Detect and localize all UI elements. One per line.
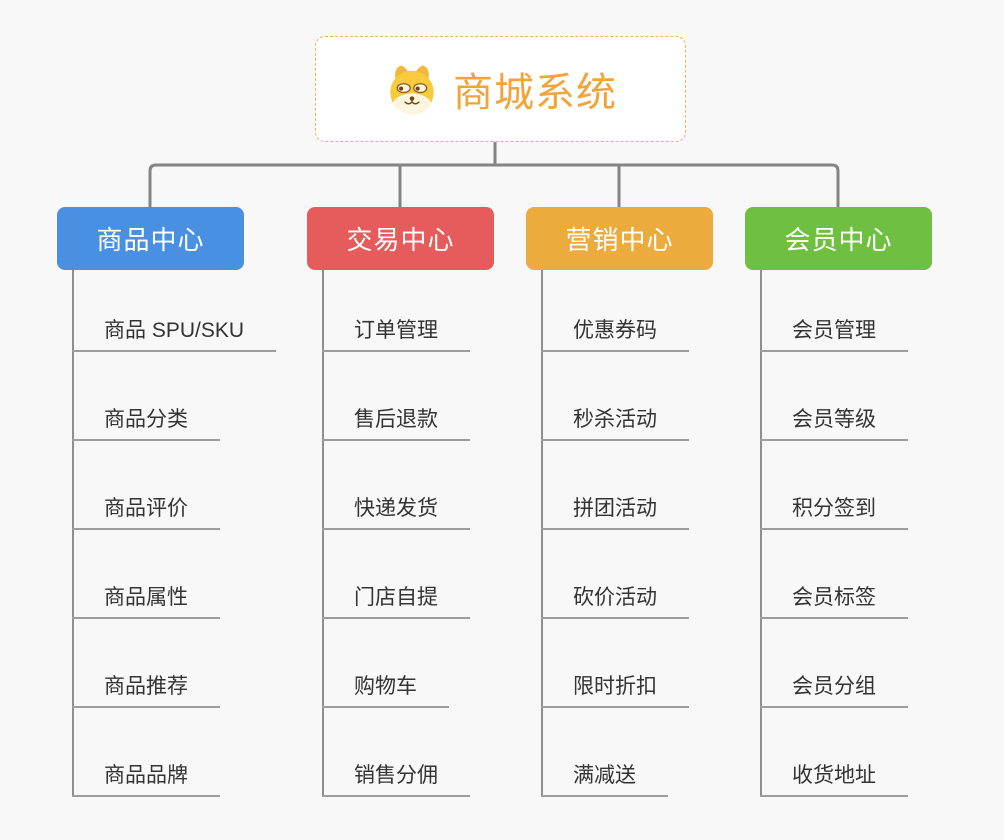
leaf-node[interactable]: 商品分类 (72, 352, 220, 441)
leaf-node[interactable]: 快递发货 (322, 441, 470, 530)
leaf-node[interactable]: 优惠券码 (541, 263, 689, 352)
branch-node-member-center[interactable]: 会员中心 (745, 207, 932, 270)
branch-node-product-center[interactable]: 商品中心 (57, 207, 244, 270)
leaf-node[interactable]: 满减送 (541, 708, 668, 797)
leaf-node[interactable]: 商品推荐 (72, 619, 220, 708)
branch-children-marketing-center: 优惠券码 秒杀活动 拼团活动 砍价活动 限时折扣 满减送 (541, 263, 689, 797)
leaf-node[interactable]: 商品评价 (72, 441, 220, 530)
branch-node-marketing-center[interactable]: 营销中心 (526, 207, 713, 270)
leaf-node[interactable]: 会员分组 (760, 619, 908, 708)
leaf-node[interactable]: 购物车 (322, 619, 449, 708)
leaf-node[interactable]: 秒杀活动 (541, 352, 689, 441)
leaf-node[interactable]: 会员标签 (760, 530, 908, 619)
root-title: 商城系统 (453, 71, 617, 115)
root-node[interactable]: 商城系统 (315, 36, 686, 142)
leaf-node[interactable]: 会员管理 (760, 263, 908, 352)
leaf-node[interactable]: 销售分佣 (322, 708, 470, 797)
branch-children-product-center: 商品 SPU/SKU 商品分类 商品评价 商品属性 商品推荐 商品品牌 (72, 263, 277, 797)
leaf-node[interactable]: 商品品牌 (72, 708, 220, 797)
leaf-node[interactable]: 售后退款 (322, 352, 470, 441)
leaf-node[interactable]: 门店自提 (322, 530, 470, 619)
branch-node-trade-center[interactable]: 交易中心 (307, 207, 494, 270)
branch-children-trade-center: 订单管理 售后退款 快递发货 门店自提 购物车 销售分佣 (322, 263, 470, 797)
leaf-node[interactable]: 收货地址 (760, 708, 908, 797)
leaf-node[interactable]: 订单管理 (322, 263, 470, 352)
leaf-node[interactable]: 商品属性 (72, 530, 220, 619)
leaf-node[interactable]: 砍价活动 (541, 530, 689, 619)
leaf-node[interactable]: 商品 SPU/SKU (72, 263, 277, 352)
leaf-node[interactable]: 会员等级 (760, 352, 908, 441)
leaf-node[interactable]: 拼团活动 (541, 441, 689, 530)
dog-icon (384, 62, 440, 116)
leaf-node[interactable]: 积分签到 (760, 441, 908, 530)
branch-children-member-center: 会员管理 会员等级 积分签到 会员标签 会员分组 收货地址 (760, 263, 908, 797)
leaf-node[interactable]: 限时折扣 (541, 619, 689, 708)
